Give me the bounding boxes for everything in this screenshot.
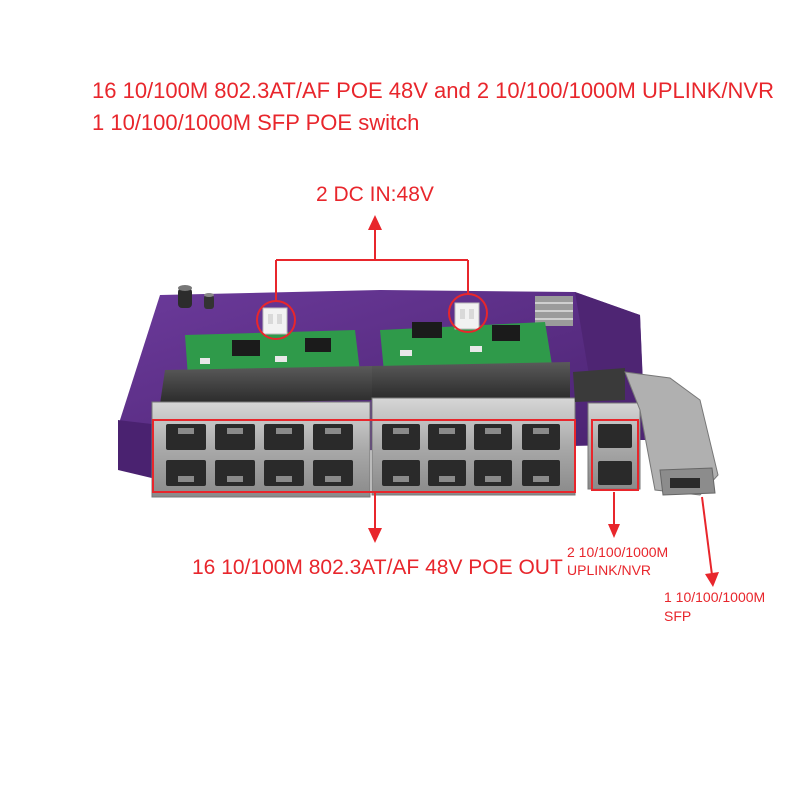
uplink-arrow xyxy=(608,492,620,538)
dc-input-connector-left xyxy=(262,307,288,335)
poe-out-arrow xyxy=(368,492,382,543)
poe-module-right xyxy=(380,322,552,372)
sfp-label-line-2: SFP xyxy=(664,608,692,624)
uplink-label-line-2: UPLINK/NVR xyxy=(567,562,652,578)
sfp-cage xyxy=(624,371,719,496)
poe-out-label: 16 10/100M 802.3AT/AF 48V POE OUT xyxy=(192,556,563,579)
title-line-1: 16 10/100M 802.3AT/AF POE 48V and 2 10/1… xyxy=(92,78,774,103)
rj45-block-right xyxy=(371,397,576,496)
dc-in-label: 2 DC IN:48V xyxy=(316,183,434,206)
annotation-boxes xyxy=(152,293,639,493)
sfp-arrow xyxy=(701,496,719,587)
magnetics-strip xyxy=(160,362,570,404)
heatsink xyxy=(535,296,573,326)
rj45-block-left xyxy=(151,401,371,498)
capacitors xyxy=(178,285,214,309)
poe-module-left xyxy=(185,330,360,377)
dc-input-connector-right xyxy=(454,302,480,330)
dc-in-arrow xyxy=(275,215,469,301)
uplink-port-block xyxy=(573,368,641,490)
sfp-label-line-1: 1 10/100/1000M xyxy=(664,589,766,605)
uplink-label-line-1: 2 10/100/1000M xyxy=(567,544,669,560)
title-line-2: 1 10/100/1000M SFP POE switch xyxy=(92,110,420,135)
